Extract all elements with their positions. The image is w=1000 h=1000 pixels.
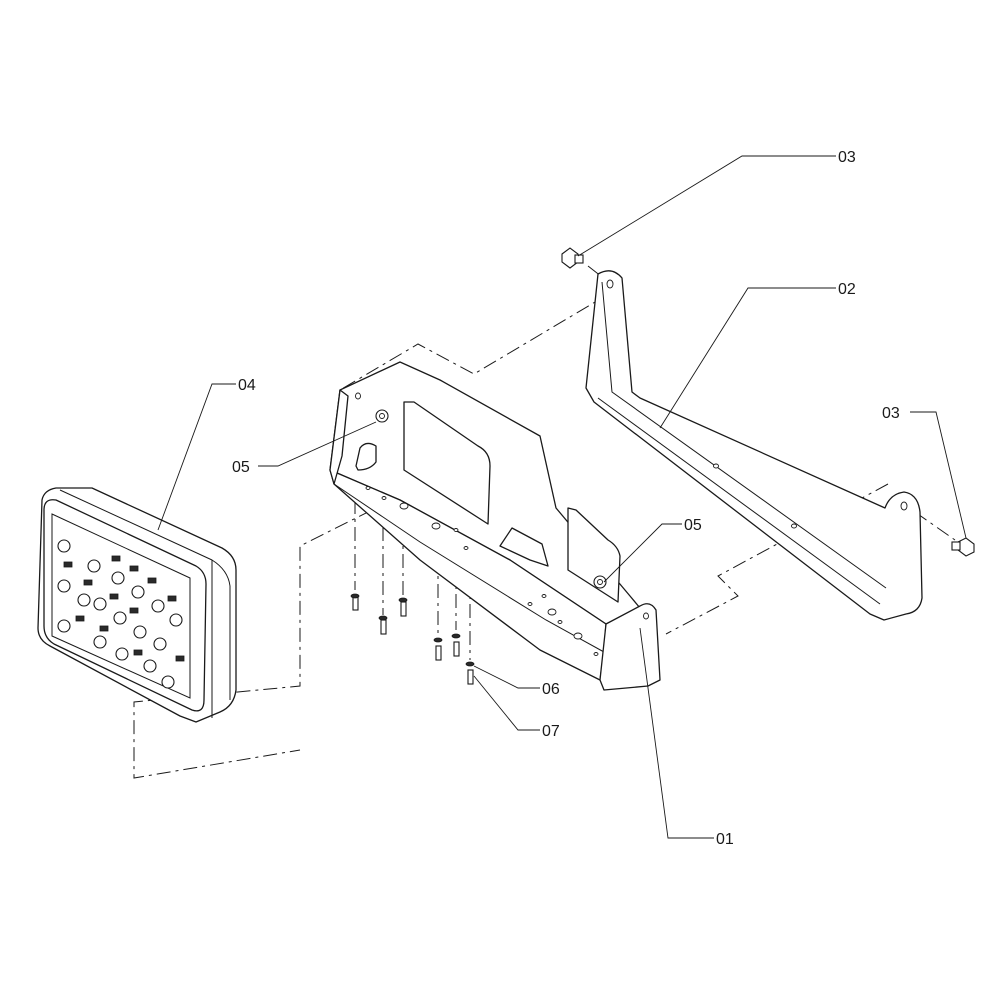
bolt-part-03-top [561, 247, 584, 269]
control-knobs [57, 539, 183, 689]
bolt-part-03-right [951, 537, 975, 557]
control-box-part-04 [37, 487, 237, 723]
screw-6 [465, 661, 475, 685]
callout-labels: 03 02 03 04 05 05 06 07 01 [232, 149, 900, 848]
callout-01: 01 [716, 831, 734, 848]
screw-1 [350, 593, 360, 611]
callout-03-right: 03 [882, 405, 900, 422]
callout-05-left: 05 [232, 459, 250, 476]
screw-5 [451, 633, 461, 657]
callout-03-top: 03 [838, 149, 856, 166]
leader-lines [157, 155, 967, 839]
bracket-part-01 [329, 361, 661, 691]
callout-04: 04 [238, 377, 256, 394]
nut-part-05-right [593, 575, 607, 589]
screws-part-06-07 [350, 593, 475, 685]
callout-06: 06 [542, 681, 560, 698]
nut-part-05-left [375, 409, 389, 423]
callout-02: 02 [838, 281, 856, 298]
screw-4 [433, 637, 443, 661]
screw-3 [398, 597, 408, 617]
bracket-part-02 [585, 270, 923, 621]
panel-labels [63, 555, 185, 662]
screw-2 [378, 615, 388, 635]
callout-05-right: 05 [684, 517, 702, 534]
callout-07: 07 [542, 723, 560, 740]
